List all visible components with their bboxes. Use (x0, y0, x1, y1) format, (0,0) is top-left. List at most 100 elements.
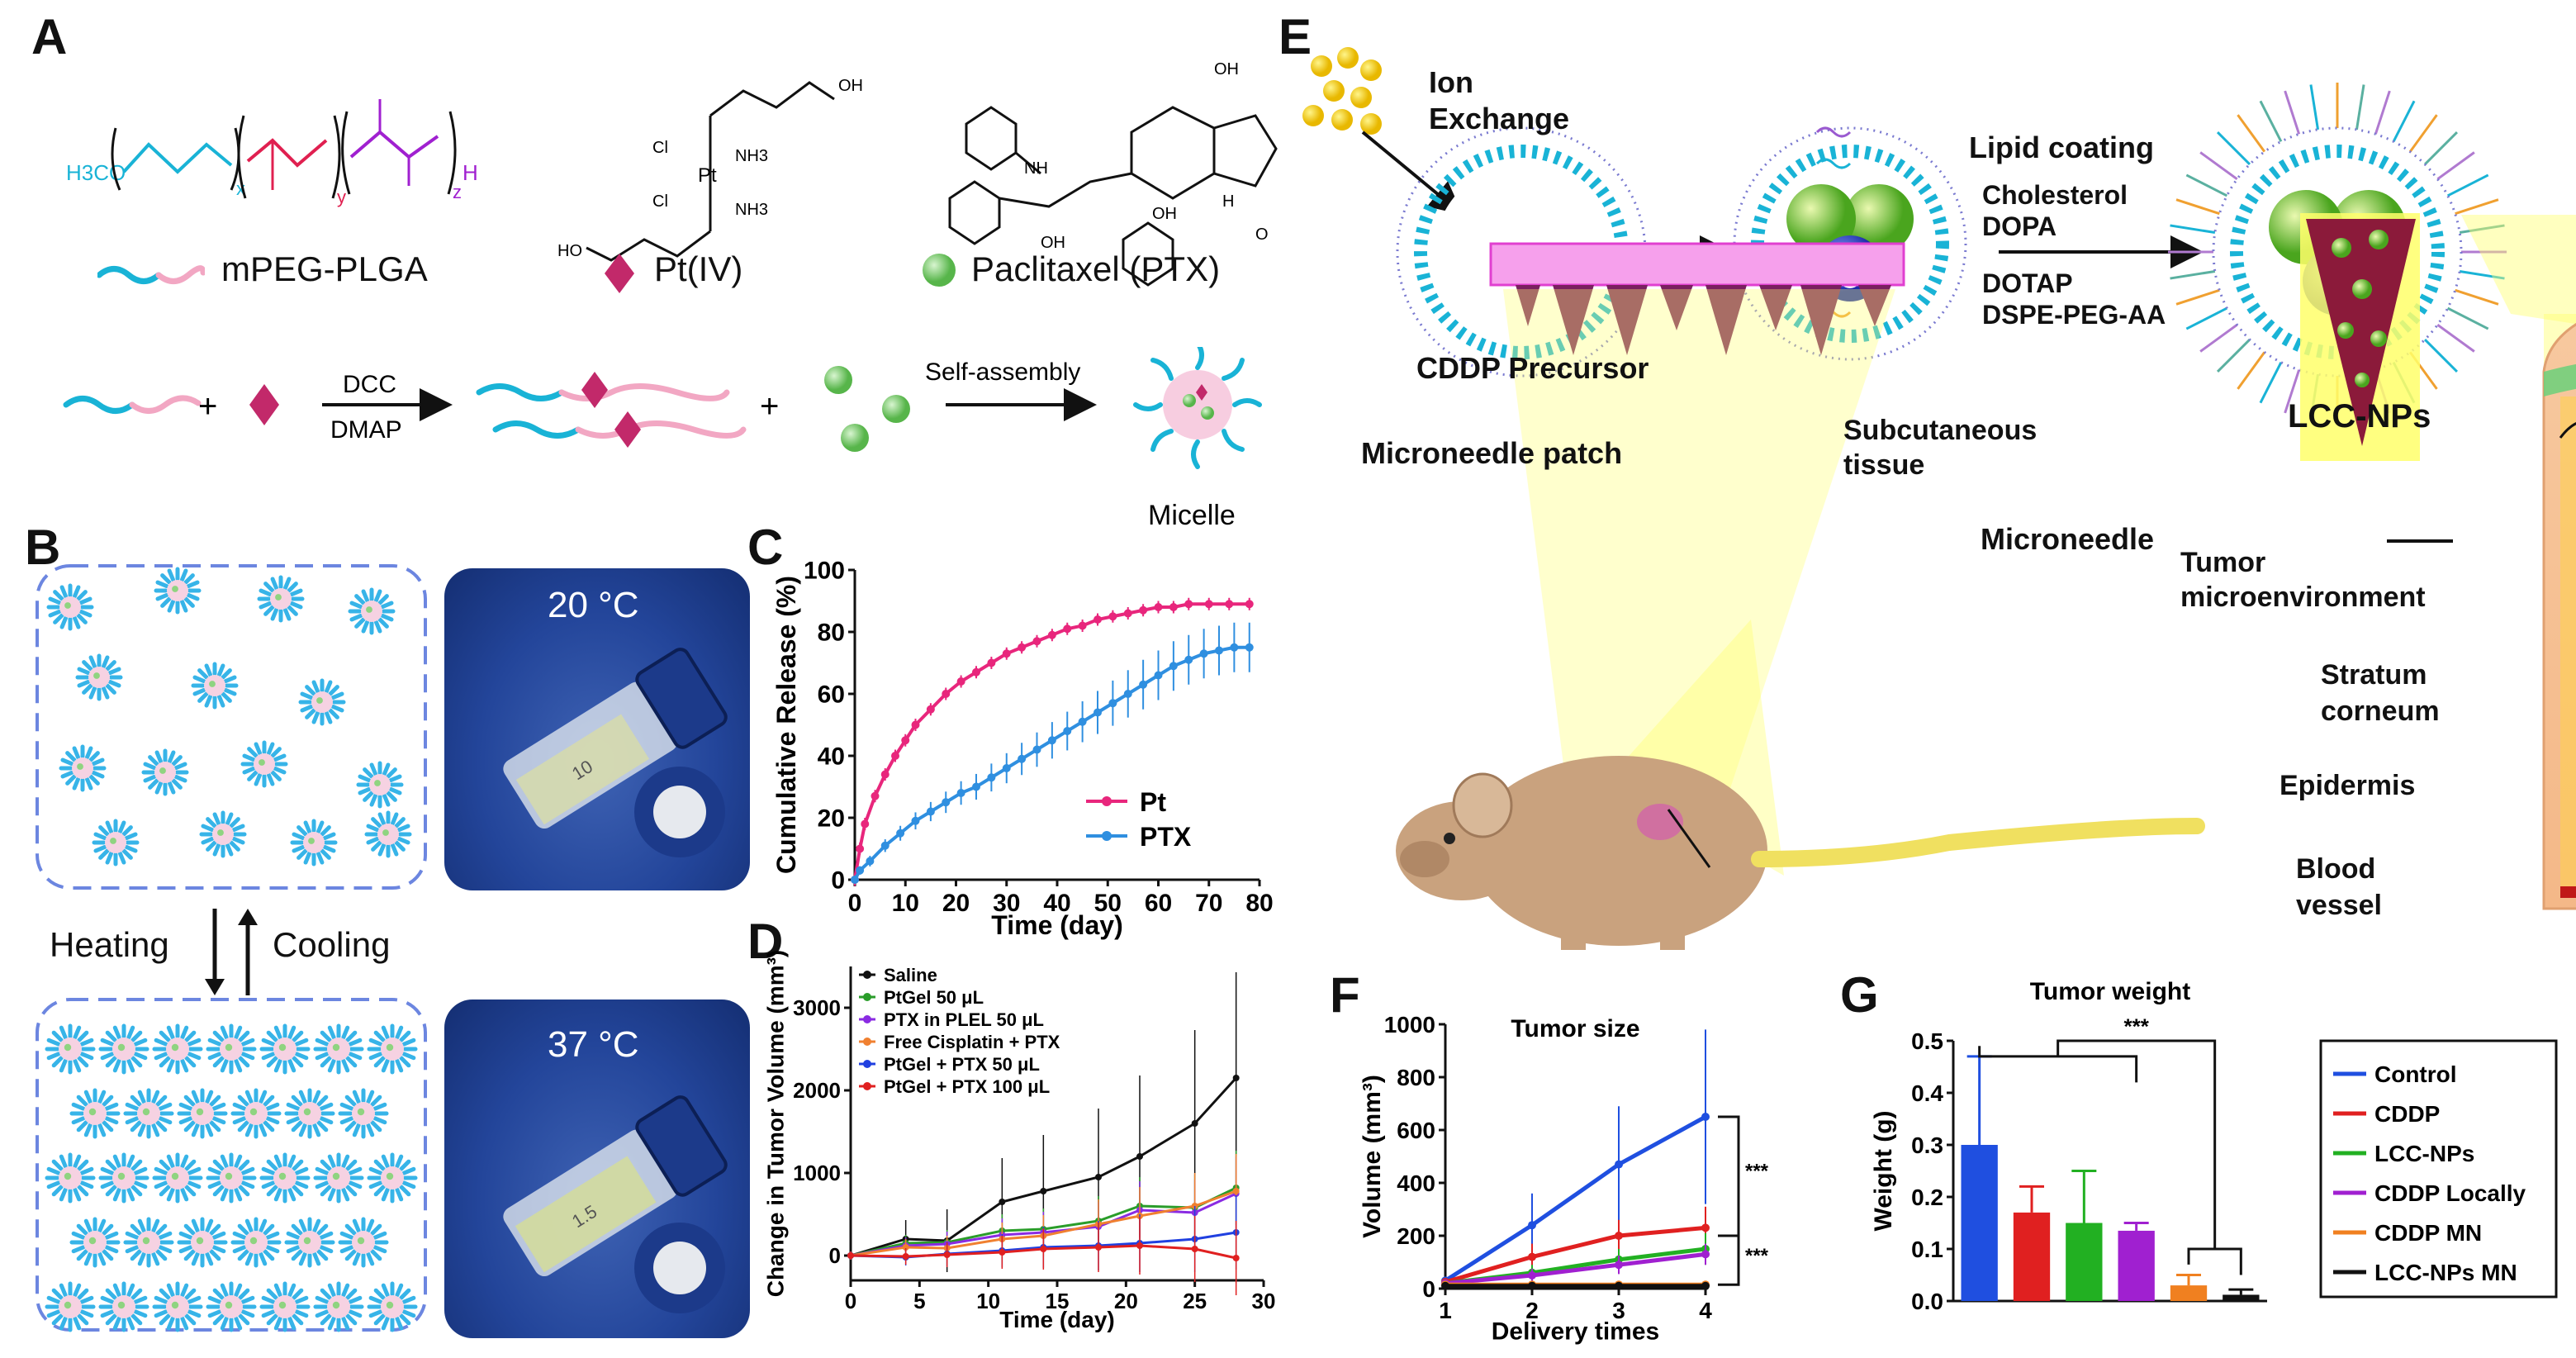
x-tick-label: 30 (993, 890, 1020, 917)
lipid-cholesterol: Cholesterol (1982, 180, 2128, 210)
data-point (1154, 671, 1163, 680)
y-tick-label: 0 (831, 867, 845, 895)
lipid-spike (2199, 323, 2238, 353)
bar-lcc-nps (2066, 1223, 2103, 1301)
data-point (1032, 745, 1041, 754)
magnified-microneedle (2306, 219, 2416, 446)
significance-bracket (1718, 1115, 1740, 1237)
micelle (206, 1152, 257, 1204)
significance-mark: *** (1745, 1161, 1769, 1183)
data-point (999, 1249, 1006, 1256)
series-line (1445, 1251, 1706, 1286)
svg-text:OH: OH (838, 77, 863, 95)
microneedle-label: Microneedle (1981, 522, 2155, 556)
x-tick-label: 0 (848, 890, 862, 917)
data-point (1002, 764, 1011, 772)
micelle (259, 1281, 311, 1332)
data-point (1095, 1174, 1102, 1180)
micelle (69, 1217, 121, 1268)
panel-label-a: A (31, 9, 68, 64)
svg-text:+: + (198, 388, 217, 425)
svg-text:Cl: Cl (652, 139, 668, 157)
micelle (313, 1281, 364, 1332)
y-tick-label: 0.5 (1911, 1028, 1943, 1054)
data-point (1232, 1255, 1240, 1261)
data-point (1245, 643, 1254, 652)
data-point (972, 667, 980, 677)
mouse-illustration (1396, 620, 2205, 950)
micelle (290, 819, 338, 867)
data-point (1184, 600, 1193, 609)
micelle (45, 1023, 96, 1075)
micelle (206, 1281, 257, 1332)
ion-cluster (1302, 47, 1382, 135)
x-tick-label: 20 (1114, 1289, 1138, 1313)
bar-lcc-nps-mn (2223, 1294, 2260, 1301)
data-point (1078, 717, 1087, 726)
lipid-spike (2424, 131, 2459, 165)
micelle (313, 1023, 364, 1075)
data-point (1225, 600, 1234, 609)
pla-y: y (337, 187, 346, 207)
micelle (123, 1217, 174, 1268)
data-point (1047, 630, 1056, 639)
lipid-spike (2170, 269, 2216, 280)
lipid-spike (2455, 288, 2499, 306)
data-point (956, 677, 965, 686)
lipid-spike (2284, 369, 2301, 414)
legend-polymer-label: mPEG-PLGA (221, 249, 428, 288)
lipid-spike (2170, 224, 2216, 235)
ptx-structure (948, 106, 1278, 287)
y-tick-label: 200 (1397, 1223, 1435, 1249)
x-tick-label: 80 (1245, 890, 1273, 917)
data-point (1063, 727, 1072, 735)
data-point (1123, 690, 1132, 698)
data-point (926, 705, 935, 714)
legend-polymer-icon (97, 265, 205, 284)
data-point (1615, 1261, 1623, 1270)
series-line-ptx (853, 645, 1250, 881)
micelle (367, 1152, 418, 1204)
micelle (364, 810, 412, 858)
lipid-spike (2199, 151, 2238, 181)
data-point (1215, 646, 1223, 655)
y-tick-label: 400 (1397, 1170, 1435, 1196)
micelle (257, 575, 305, 623)
data-point (1040, 1188, 1047, 1194)
x-tick-label: 5 (913, 1289, 925, 1313)
lcc-nps-label: LCC-NPs (2288, 398, 2431, 434)
micelle (313, 1152, 364, 1204)
legend-label: LCC-NPs MN (2374, 1260, 2517, 1285)
data-point (1184, 655, 1193, 664)
data-point (891, 752, 899, 760)
bar-control (1961, 1145, 1998, 1301)
series-line (1445, 1225, 1706, 1284)
micelle (177, 1217, 228, 1268)
data-point (911, 816, 920, 825)
legend-marker (863, 1015, 871, 1023)
legend-ptx-label: Paclitaxel (PTX) (971, 249, 1221, 288)
data-point (911, 720, 920, 729)
legend-marker (1102, 796, 1112, 806)
micelle (141, 748, 189, 796)
data-point (880, 841, 890, 850)
ion-exchange-label: Ion Exchange (1429, 65, 1570, 135)
lipid-spike (2446, 173, 2489, 197)
data-point (926, 807, 935, 816)
data-point (1199, 649, 1208, 658)
svg-text:HO: HO (557, 242, 582, 260)
legend-label: PTX in PLEL 50 μL (884, 1009, 1044, 1030)
lipid-spike (2175, 198, 2220, 216)
data-point (861, 819, 870, 829)
micelle (356, 761, 404, 809)
lipid-spike (2424, 339, 2459, 373)
legend-label: PtGel 50 μL (884, 987, 984, 1008)
y-axis-label: Weight (g) (1870, 1110, 1897, 1231)
y-axis-label: Volume (mm³) (1359, 1075, 1386, 1238)
micelle (206, 1023, 257, 1075)
micelle (69, 1088, 121, 1139)
micelle (338, 1217, 389, 1268)
data-point (987, 773, 996, 782)
pt-iv-diamond-icon (605, 254, 634, 293)
